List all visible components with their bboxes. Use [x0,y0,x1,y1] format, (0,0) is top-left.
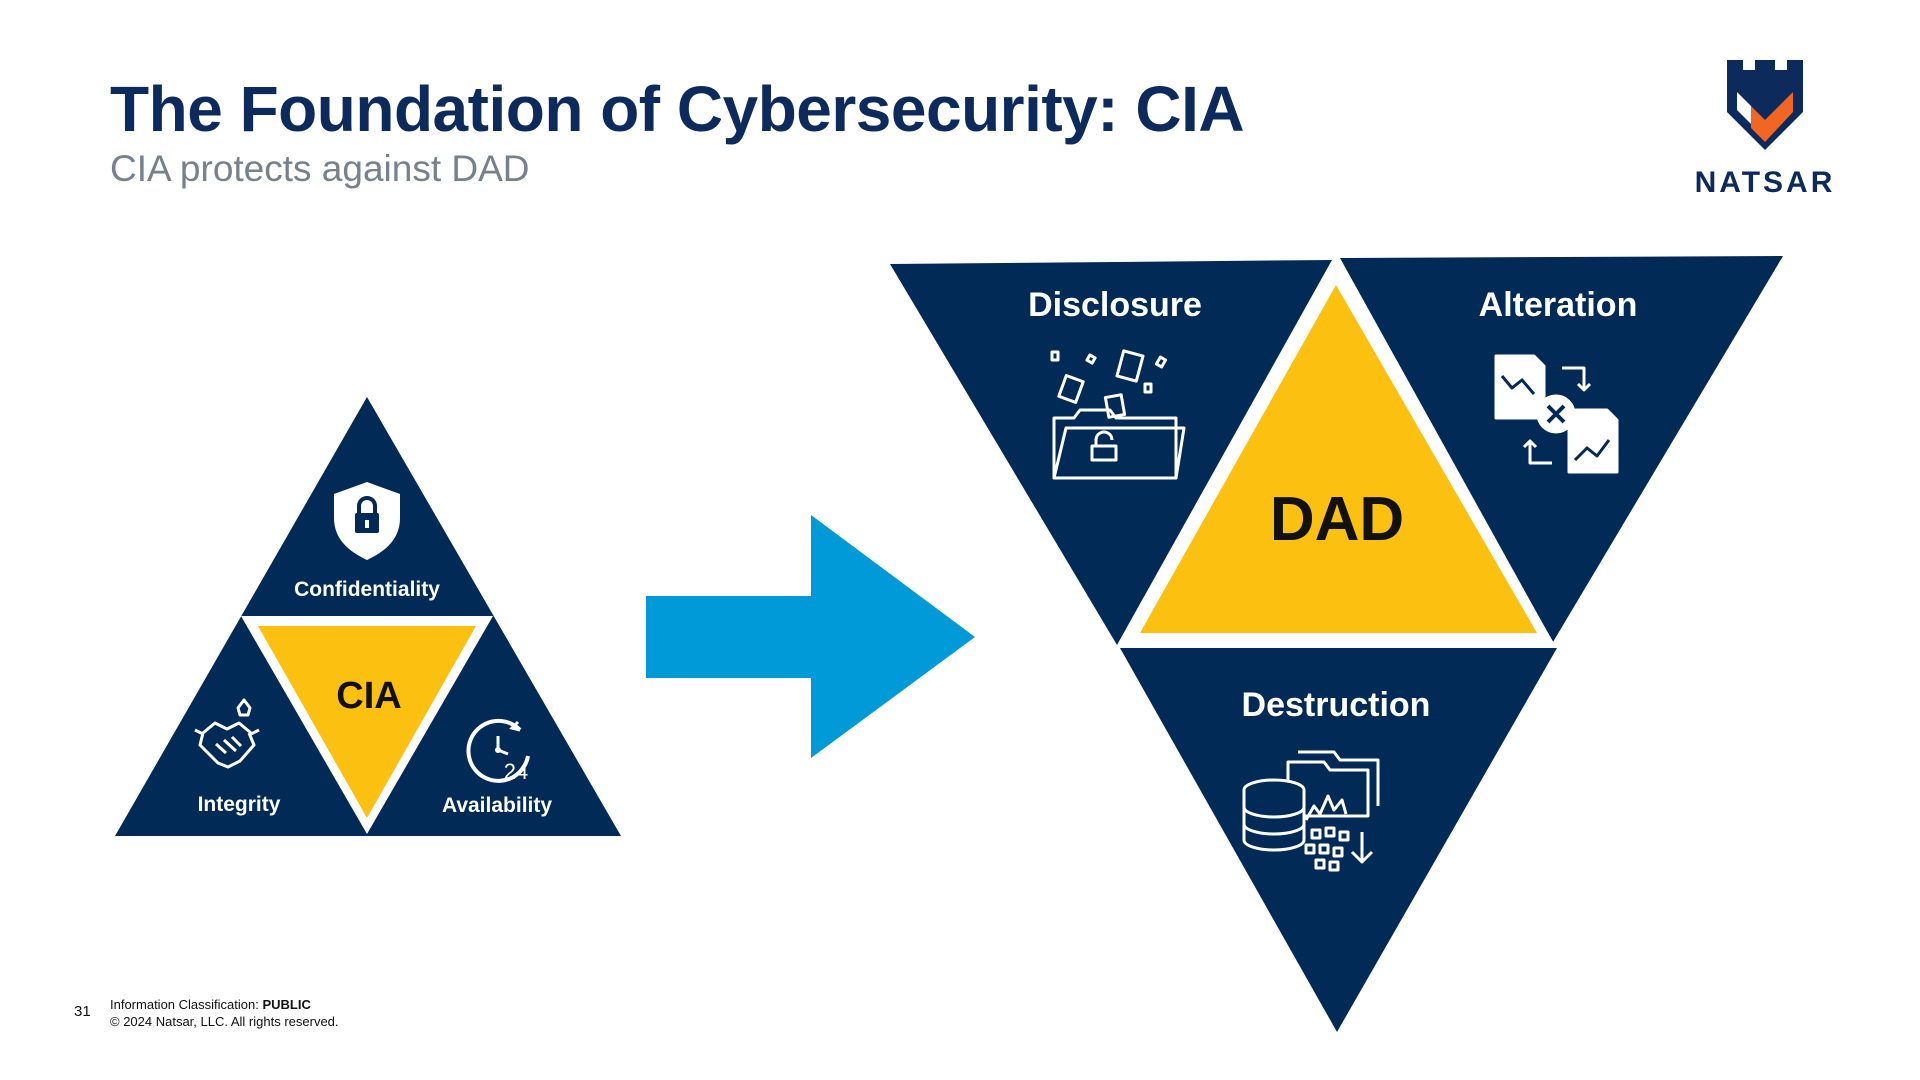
dad-center-triangle [1140,285,1537,633]
slide-subtitle: CIA protects against DAD [110,148,530,189]
database-shred-icon [1242,750,1380,872]
integrity-label: Integrity [198,793,281,816]
castle-shield-logo-icon [1727,60,1803,150]
shield-lock-icon [334,482,400,560]
footer-legal: Information Classification: PUBLIC © 202… [110,996,339,1030]
disclosure-segment [890,260,1332,645]
slide-title: The Foundation of Cybersecurity: CIA [110,73,1245,145]
logo-wordmark: NATSAR [1694,166,1836,199]
destruction-label: Destruction [1242,686,1431,724]
handshake-icon [194,698,260,769]
cia-triangle: CIA Confidentiality Integrity 24 Availab… [115,397,621,836]
availability-label: Availability [442,794,552,817]
classification-label: Information Classification: [110,997,259,1012]
dad-triangle: DAD Disclosure Alteration [890,256,1783,1032]
cia-center-label: CIA [336,675,401,717]
classification-value: PUBLIC [262,997,311,1012]
clock-24-icon: 24 [466,718,530,784]
folder-papers-icon [1050,349,1186,480]
copyright-text: © 2024 Natsar, LLC. All rights reserved. [110,1014,339,1029]
classification-line: Information Classification: PUBLIC [110,996,339,1013]
alteration-segment [1340,256,1783,642]
right-arrow-icon [646,515,975,758]
dad-center-label: DAD [1270,485,1404,554]
alteration-label: Alteration [1479,286,1638,324]
document-swap-icon [1494,354,1619,474]
confidentiality-label: Confidentiality [294,578,440,601]
page-number: 31 [74,1003,91,1020]
disclosure-label: Disclosure [1028,286,1202,324]
cia-center-triangle [258,626,476,818]
clock-24-text: 24 [504,759,528,784]
